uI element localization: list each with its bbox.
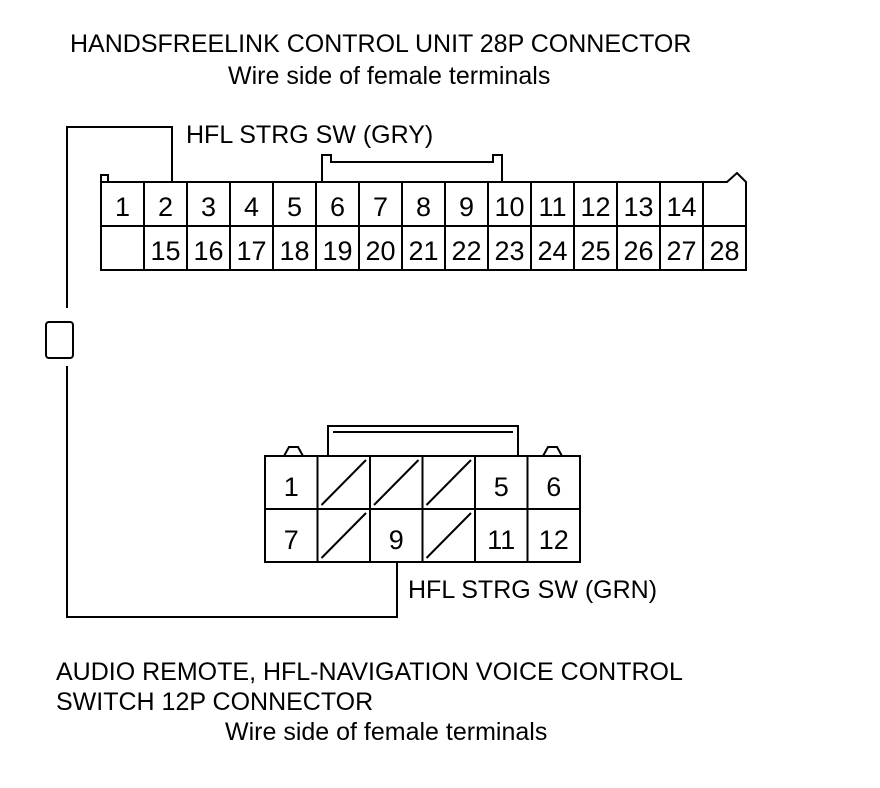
pin-label: 22	[451, 236, 481, 266]
unused-pin-slash	[425, 459, 472, 506]
pin-label: 5	[494, 472, 509, 502]
wire-gry-path	[66, 126, 173, 308]
pin-label: 7	[284, 525, 299, 555]
connector-12p-latch	[327, 425, 519, 456]
pin-label: 15	[150, 236, 180, 266]
connector-28p-title: HANDSFREELINK CONTROL UNIT 28P CONNECTOR	[70, 30, 691, 58]
pin-label: 23	[494, 236, 524, 266]
pin-label: 10	[494, 192, 524, 222]
pin-label: 11	[487, 525, 515, 555]
unused-pin-slash	[320, 512, 367, 559]
connector-12p: 1 5 6 7 9 11 12	[264, 425, 581, 563]
pin-label: 19	[322, 236, 352, 266]
pin-label: 5	[287, 192, 302, 222]
pin-label: 28	[709, 236, 739, 266]
pin-label: 6	[330, 192, 345, 222]
connector-12p-grid: 1 5 6 7 9 11 12	[265, 456, 580, 562]
pin-label: 17	[236, 236, 266, 266]
pin-label: 7	[373, 192, 388, 222]
pin-label: 8	[416, 192, 431, 222]
connector-12p-left-tab	[283, 446, 304, 457]
pin-label: 9	[459, 192, 474, 222]
pin-label: 26	[623, 236, 653, 266]
pin-label: 12	[580, 192, 610, 222]
connector-28p-left-notch	[100, 174, 109, 182]
connector-12p-subtitle: Wire side of female terminals	[225, 718, 547, 746]
pin-label: 16	[193, 236, 223, 266]
pin-label: 6	[546, 472, 561, 502]
pin-label: 21	[408, 236, 438, 266]
pin-label: 27	[666, 236, 696, 266]
unused-pin-slash	[320, 459, 367, 506]
pin-label: 1	[115, 192, 130, 222]
wire-label-grn: HFL STRG SW (GRN)	[408, 576, 657, 604]
pin-label: 12	[539, 525, 569, 555]
pin-label: 18	[279, 236, 309, 266]
connector-28p-shell	[100, 171, 747, 271]
unused-pin-slash	[425, 512, 472, 559]
pin-label: 9	[389, 525, 404, 555]
unused-pin-slash	[373, 459, 420, 506]
connector-28p-latch	[321, 154, 503, 183]
connector-28p-subtitle: Wire side of female terminals	[228, 62, 550, 90]
connector-12p-title-line2: SWITCH 12P CONNECTOR	[56, 688, 373, 716]
inline-connector	[45, 321, 74, 359]
pin-label: 2	[158, 192, 173, 222]
connector-12p-right-tab	[542, 446, 563, 457]
pin-label: 25	[580, 236, 610, 266]
pin-label: 13	[623, 192, 653, 222]
pin-label: 11	[538, 192, 566, 222]
pin-label: 4	[244, 192, 259, 222]
pin-label: 1	[284, 472, 299, 502]
connector-12p-title-line1: AUDIO REMOTE, HFL-NAVIGATION VOICE CONTR…	[56, 658, 683, 686]
wire-label-gry: HFL STRG SW (GRY)	[186, 121, 433, 149]
pin-label: 20	[365, 236, 395, 266]
pin-label: 24	[537, 236, 567, 266]
pin-label: 14	[666, 192, 696, 222]
pin-label: 3	[201, 192, 216, 222]
wire-grn-path	[66, 366, 398, 618]
